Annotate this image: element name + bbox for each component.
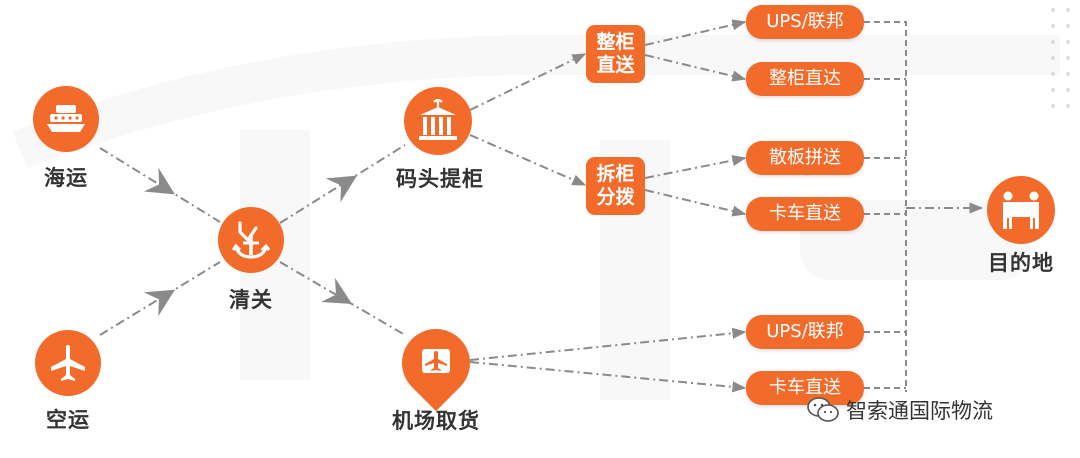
connector-airport-truck <box>469 361 747 393</box>
airplane-pin-icon <box>422 349 450 373</box>
pill-full-container-direct: 整柜直达 <box>746 62 864 96</box>
collector-vertical-line <box>864 21 907 392</box>
devanning-line1: 拆柜 <box>596 163 635 185</box>
destination-label: 目的地 <box>988 251 1054 275</box>
full-container-line2: 直送 <box>596 54 635 76</box>
wechat-watermark: 智索通国际物流 <box>806 393 993 427</box>
sea-label: 海运 <box>44 166 88 190</box>
connector-sea-customs <box>99 147 221 223</box>
warehouse-icon <box>419 99 457 140</box>
connector-air-customs <box>99 261 221 336</box>
watermark-text: 智索通国际物流 <box>846 399 993 423</box>
full-container-line1: 整柜 <box>596 31 635 53</box>
airplane-icon <box>51 345 85 381</box>
customs-label: 清关 <box>229 288 273 312</box>
airport-pickup-label: 机场取货 <box>392 409 480 433</box>
wechat-icon <box>807 397 839 422</box>
connector-airport-ups <box>469 327 747 361</box>
connector-full-direct <box>644 54 747 82</box>
ship-icon <box>47 105 85 132</box>
air-node <box>35 330 101 396</box>
devanning-box: 拆柜 分拨 <box>586 157 645 215</box>
people-carrying-box-icon <box>1003 191 1039 229</box>
port-pickup-label: 码头提柜 <box>396 167 484 191</box>
pill-truck-direct-1: 卡车直送 <box>746 197 864 231</box>
devanning-line2: 分拨 <box>596 186 635 208</box>
customs-node <box>218 207 284 273</box>
decorative-dot-grid <box>1051 8 1070 108</box>
anchor-icon <box>231 221 271 259</box>
connector-full-ups <box>644 19 747 46</box>
port-pickup-node <box>404 87 472 155</box>
air-label: 空运 <box>46 408 90 432</box>
connector-devanning-truck <box>644 189 747 217</box>
full-container-box: 整柜 直送 <box>586 25 645 83</box>
pill-pallet-consolidation: 散板拼送 <box>746 141 864 175</box>
pill-ups-fedex-1: UPS/联邦 <box>746 5 864 39</box>
connector-port-devanning <box>469 134 587 186</box>
destination-node <box>987 176 1055 244</box>
connector-customs-port <box>279 144 406 224</box>
connector-customs-airport <box>279 261 406 336</box>
airport-pickup-node <box>387 314 485 412</box>
connector-port-full-container <box>469 53 587 111</box>
pill-truck-direct-2: 卡车直送 <box>746 371 864 405</box>
connector-devanning-pallet <box>644 154 747 179</box>
pill-ups-fedex-2: UPS/联邦 <box>746 315 864 349</box>
sea-node <box>33 86 99 152</box>
